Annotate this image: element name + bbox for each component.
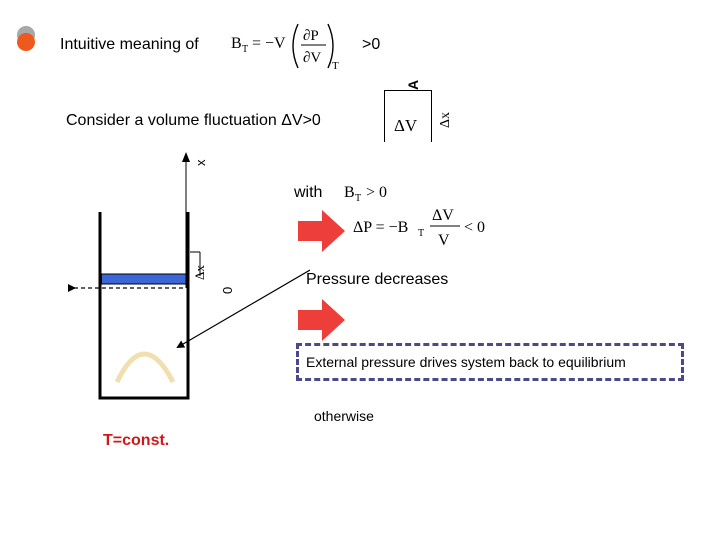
eq-dP: ∂P: [303, 28, 319, 44]
delta-v-label: ΔV: [394, 116, 418, 135]
pressure-den: V: [438, 232, 450, 249]
eq-equals-V: = −V: [252, 35, 286, 52]
bullet-icon: [17, 26, 35, 51]
title-suffix: >0: [362, 36, 381, 53]
pressure-lhs: ΔP = −B: [353, 219, 408, 236]
title-prefix: Intuitive meaning of: [60, 36, 199, 53]
delta-x-label: Δx: [192, 265, 207, 280]
volume-element-cylinder: [384, 90, 432, 142]
eq-B: B: [231, 35, 242, 52]
otherwise-text: otherwise: [314, 408, 374, 424]
eq-T-subscript: T: [332, 60, 339, 72]
delta-x-side-label: Δx: [438, 111, 453, 128]
cond-T: T: [355, 193, 361, 204]
condition-equation: B T > 0: [344, 184, 387, 204]
fluctuation-text: Consider a volume fluctuation ΔV>0: [66, 112, 321, 129]
red-arrow-icon-2: [298, 299, 345, 341]
eq-dV: ∂V: [303, 50, 321, 66]
pressure-num: ΔV: [432, 207, 454, 224]
pressure-equation: ΔP = −B T ΔV V < 0: [353, 207, 485, 249]
eq-T-sub: T: [242, 44, 248, 55]
volume-element-top-edge: [384, 90, 431, 91]
x-axis-label: x: [193, 159, 208, 167]
temperature-label: T=const.: [103, 432, 170, 449]
bulk-modulus-equation: B T = −V ∂P ∂V T: [231, 23, 339, 72]
external-pressure-box: [296, 343, 684, 381]
piston-diagram: [68, 152, 310, 400]
gas-bubble: [114, 351, 176, 384]
pressure-rhs: < 0: [464, 219, 485, 236]
eq-right-paren: [327, 23, 334, 69]
cond-B: B: [344, 184, 355, 201]
cond-rest: > 0: [366, 184, 387, 201]
zero-label: 0: [220, 286, 235, 294]
area-label: A: [405, 79, 421, 90]
red-arrow-icon: [298, 210, 345, 252]
x-axis-arrowhead: [182, 152, 190, 162]
piston: [101, 273, 187, 285]
eq-left-paren: [292, 23, 299, 69]
pressure-T: T: [418, 228, 424, 239]
with-label: with: [294, 184, 323, 201]
external-pressure-text: External pressure drives system back to …: [306, 354, 626, 370]
pointer-line: [176, 269, 310, 349]
pressure-text: Pressure decreases: [306, 271, 449, 288]
